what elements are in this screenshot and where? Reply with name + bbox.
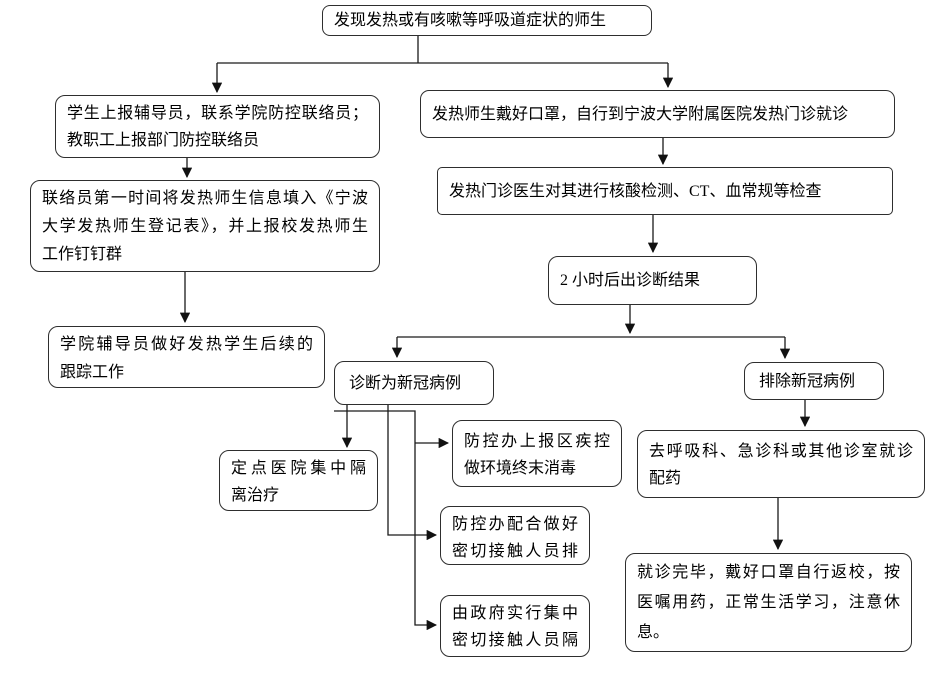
flow-box-return: 就诊完毕，戴好口罩自行返校，按 医嘱用药，正常生活学习，注意休 息。 [625, 553, 912, 652]
flow-box-result: 2 小时后出诊断结果 [548, 256, 757, 305]
flow-box-isolation: 定点医院集中隔 离治疗 [219, 450, 378, 511]
flow-box-tests: 发热门诊医生对其进行核酸检测、CT、血常规等检查 [437, 167, 893, 215]
box-text-line: 大学发热师生登记表》，并上报校发热师生 [42, 218, 368, 235]
box-text-line: 发现发热或有咳嗽等呼吸道症状的师生 [334, 12, 607, 29]
box-text-line: 医嘱用药，正常生活学习，注意休 [637, 594, 900, 611]
flow-box-followup: 学院辅导员做好发热学生后续的 跟踪工作 [48, 326, 325, 388]
flow-box-diagnosed: 诊断为新冠病例 [334, 361, 494, 405]
box-text-line: 密切接触人员隔 [452, 632, 578, 649]
flow-box-respiratory: 去呼吸科、急诊科或其他诊室就诊 配药 [637, 430, 925, 498]
box-text-line: 联络员第一时间将发热师生信息填入《宁波 [42, 190, 368, 207]
flow-box-contact: 防控办配合做好 密切接触人员排 [440, 506, 590, 565]
box-text-line: 教职工上报部门防控联络员 [67, 132, 260, 149]
box-text-line: 由政府实行集中 [452, 605, 578, 622]
arrow-diagnosed-to-government [334, 410, 438, 631]
flow-box-cdc: 防控办上报区疾控 做环境终末消毒 [452, 420, 622, 487]
box-text-line: 就诊完毕，戴好口罩自行返校，按 [637, 564, 900, 581]
flow-box-government: 由政府实行集中 密切接触人员隔 [440, 595, 590, 657]
arrow-diagnosed-to-contact [387, 405, 438, 541]
flow-box-report: 学生上报辅导员，联系学院防控联络员； 教职工上报部门防控联络员 [55, 95, 380, 158]
flow-box-discover: 发现发热或有咳嗽等呼吸道症状的师生 [322, 5, 652, 36]
box-text-line: 诊断为新冠病例 [349, 374, 462, 392]
box-text-line: 2 小时后出诊断结果 [560, 272, 701, 289]
box-text-line: 学生上报辅导员，联系学院防控联络员； [67, 105, 368, 122]
flow-box-clinic: 发热师生戴好口罩，自行到宁波大学附属医院发热门诊就诊 [420, 90, 895, 138]
box-text-line: 发热师生戴好口罩，自行到宁波大学附属医院发热门诊就诊 [432, 105, 849, 123]
box-text-line: 离治疗 [231, 487, 280, 504]
box-text-line: 密切接触人员排 [452, 543, 578, 560]
box-text-line: 防控办上报区疾控 [464, 433, 610, 450]
box-text-line: 去呼吸科、急诊科或其他诊室就诊 [649, 443, 913, 460]
flow-box-register: 联络员第一时间将发热师生信息填入《宁波 大学发热师生登记表》，并上报校发热师生 … [30, 180, 380, 272]
box-text-line: 排除新冠病例 [759, 372, 856, 390]
box-text-line: 跟踪工作 [60, 364, 125, 381]
box-text-line: 息。 [637, 624, 670, 641]
box-text-line: 防控办配合做好 [452, 516, 578, 533]
box-text-line: 配药 [649, 470, 682, 487]
box-text-line: 定点医院集中隔 [231, 460, 366, 477]
flow-box-excluded: 排除新冠病例 [744, 362, 884, 400]
box-text-line: 做环境终末消毒 [464, 460, 577, 477]
box-text-line: 发热门诊医生对其进行核酸检测、CT、血常规等检查 [449, 182, 822, 200]
box-text-line: 学院辅导员做好发热学生后续的 [60, 336, 313, 353]
box-text-line: 工作钉钉群 [42, 246, 123, 263]
